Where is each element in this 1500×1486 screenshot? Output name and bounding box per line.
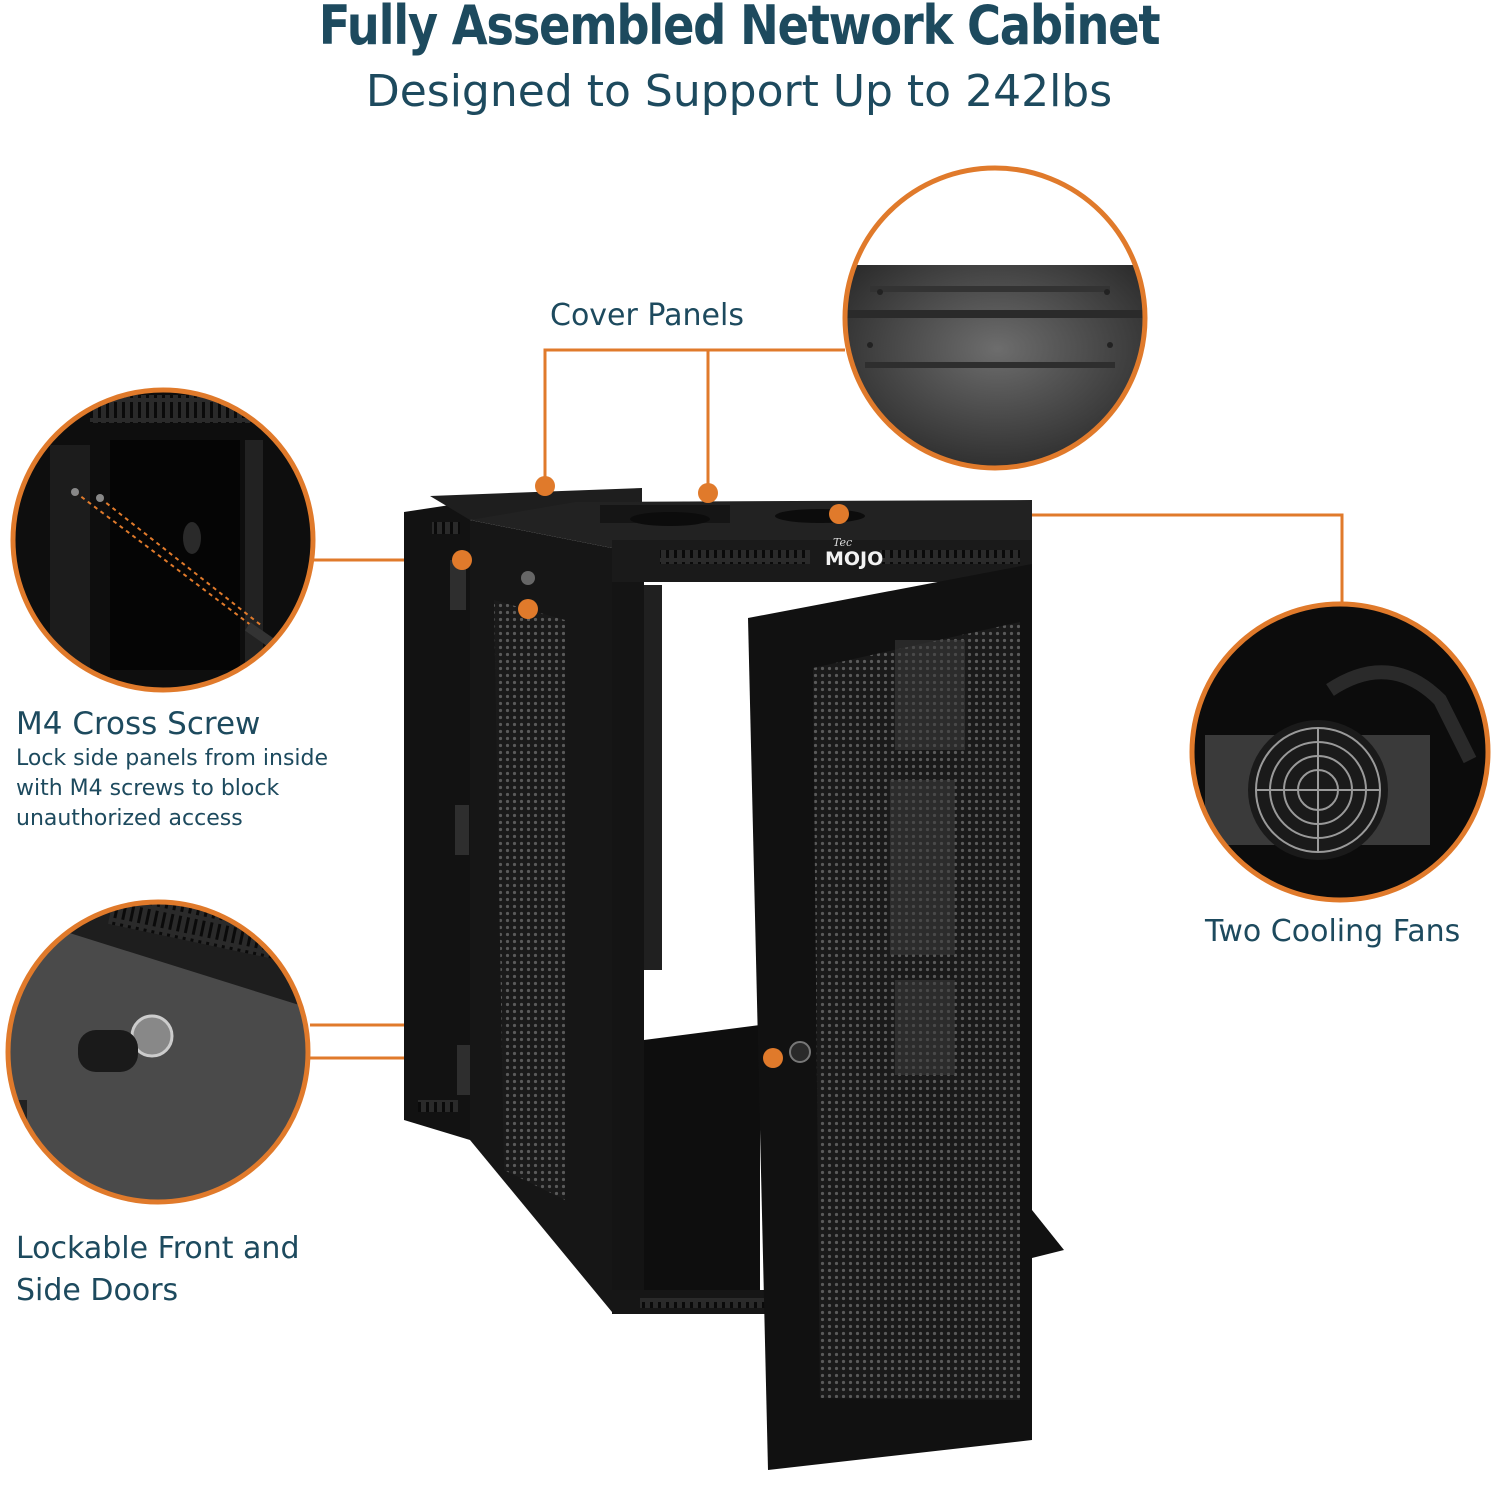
callout-cooling-fans: Two Cooling Fans	[1205, 914, 1461, 949]
zoom-cooling-fans	[1189, 601, 1491, 903]
front-door	[748, 564, 1064, 1470]
callout-lockable-doors: Lockable Front and Side Doors	[16, 1231, 300, 1308]
brand-prefix: Tec	[833, 536, 852, 549]
cabinet-wall-mount	[404, 488, 642, 1140]
zoom-cover-panels	[842, 165, 1148, 471]
zoom-lock	[5, 899, 311, 1205]
page-subtitle: Designed to Support Up to 242lbs	[365, 66, 1113, 117]
callout-m4-screw-title: M4 Cross Screw	[16, 706, 261, 742]
page-title: Fully Assembled Network Cabinet	[318, 0, 1161, 57]
zoom-m4-screw	[10, 387, 316, 693]
side-door	[470, 520, 612, 1312]
callout-m4-screw-description: Lock side panels from inside with M4 scr…	[16, 746, 329, 831]
callout-dots	[452, 476, 849, 1068]
callout-cover-panels: Cover Panels	[550, 298, 744, 333]
brand-logo: MOJO	[825, 548, 883, 570]
